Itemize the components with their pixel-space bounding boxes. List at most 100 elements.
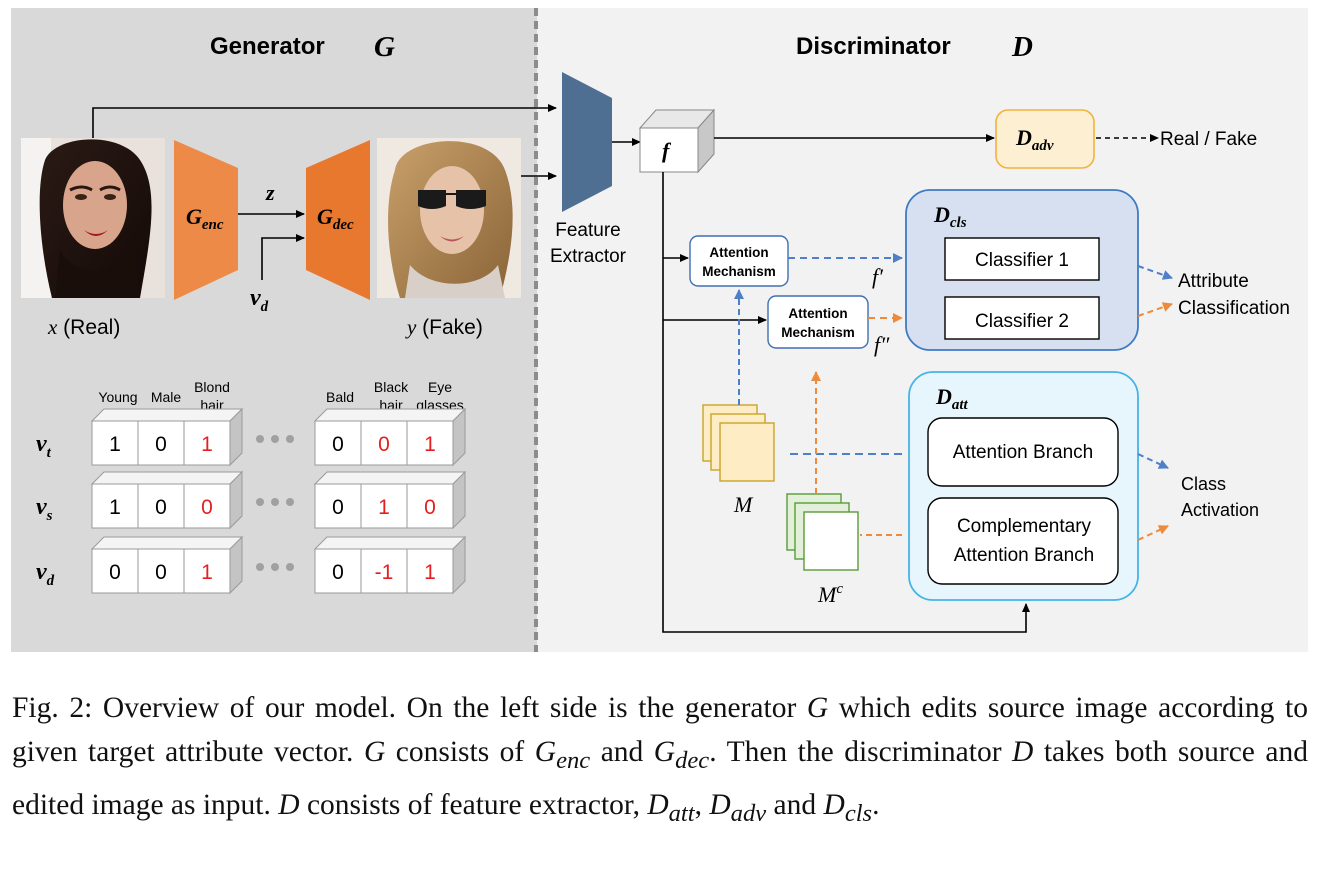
vector-cell-value: 0 xyxy=(201,496,213,519)
vector-cell-value: 1 xyxy=(201,561,213,584)
generator-symbol: G xyxy=(374,31,395,63)
vector-cell-value: 0 xyxy=(332,496,344,519)
vector-cell xyxy=(406,548,454,594)
ellipsis-dot xyxy=(271,435,279,443)
vector-cell-value: 0 xyxy=(332,561,344,584)
vector-box-top xyxy=(90,536,244,550)
vector-cell xyxy=(314,483,362,529)
vector-cell xyxy=(183,548,231,594)
real-to-extractor-arrow xyxy=(92,104,557,138)
vector-cell xyxy=(360,483,408,529)
model-overview-diagram: Generator G Discriminator D Genc Gdec z … xyxy=(11,8,1308,652)
vector-cell xyxy=(314,420,362,466)
discriminator-title: Discriminator xyxy=(796,33,951,60)
attention-mechanism-2 xyxy=(767,295,869,349)
mc-label: Mc xyxy=(817,581,843,607)
vector-cell xyxy=(360,548,408,594)
feature-cube: f xyxy=(638,108,716,174)
vector-cell-value: 0 xyxy=(155,433,167,456)
generator-encoder xyxy=(174,140,238,300)
vector-cell xyxy=(183,420,231,466)
vector-cell xyxy=(91,420,139,466)
classifier-1-box xyxy=(944,237,1100,281)
vector-box-top xyxy=(90,471,244,485)
dcls-blue-output-arrow xyxy=(1137,265,1173,280)
vector-cell xyxy=(406,483,454,529)
vector-cell-value: -1 xyxy=(375,561,394,584)
dadv-box xyxy=(995,109,1095,169)
caption-fig-label: Fig. 2: xyxy=(12,692,93,724)
vd-label: vd xyxy=(250,285,269,315)
vector-cell-value: 1 xyxy=(109,433,121,456)
feature-extractor-shape xyxy=(562,72,612,212)
vector-row-label: vd xyxy=(36,559,55,589)
classifier-2-box xyxy=(944,296,1100,340)
generator-decoder xyxy=(306,140,370,300)
attention-branch-box xyxy=(927,417,1119,487)
header-bald: Bald xyxy=(326,389,354,405)
attention-branch-label: Attention Branch xyxy=(953,442,1093,463)
real-face-image xyxy=(21,138,165,298)
header-male: Male xyxy=(151,389,182,405)
datt-orange-output-arrow xyxy=(1137,525,1169,541)
vector-cell-value: 1 xyxy=(378,496,390,519)
vector-row-label: vt xyxy=(36,431,52,461)
vector-cell xyxy=(406,420,454,466)
vector-cell-value: 1 xyxy=(424,433,436,456)
vector-cell-value: 0 xyxy=(155,496,167,519)
decoder-label: Gdec xyxy=(317,204,354,233)
complementary-branch-box xyxy=(927,497,1119,585)
vector-cell xyxy=(360,420,408,466)
datt-blue-output-arrow xyxy=(1137,453,1169,469)
complementary-map-mc-stack xyxy=(786,493,859,571)
vector-cell xyxy=(91,483,139,529)
classifier-2-label: Classifier 2 xyxy=(975,311,1069,332)
f-prime-label: f′ xyxy=(872,264,884,289)
vector-cell-value: 0 xyxy=(155,561,167,584)
vector-cell-value: 1 xyxy=(424,561,436,584)
latent-z-label: z xyxy=(265,180,275,205)
ellipsis-dot xyxy=(286,498,294,506)
vector-cell xyxy=(314,548,362,594)
fake-face-image xyxy=(377,138,521,298)
ellipsis-dot xyxy=(286,435,294,443)
vector-box-top xyxy=(313,471,467,485)
vd-arrow xyxy=(261,234,305,280)
dcls-orange-output-arrow xyxy=(1137,302,1173,317)
vector-cell-value: 0 xyxy=(378,433,390,456)
vector-box-top xyxy=(313,536,467,550)
f-trunk-line xyxy=(662,172,1030,633)
f-label: f xyxy=(662,138,672,163)
dcls-label: Dcls xyxy=(933,202,967,231)
f-double-prime-label: f″ xyxy=(874,332,890,357)
ellipsis-dot xyxy=(271,498,279,506)
vector-cell-value: 0 xyxy=(424,496,436,519)
m-label: M xyxy=(733,492,754,517)
vector-cell xyxy=(137,420,185,466)
real-image-label: x (Real) xyxy=(47,315,120,339)
ellipsis-dot xyxy=(256,563,264,571)
vector-cell xyxy=(137,483,185,529)
encoder-label: Genc xyxy=(186,204,224,233)
discriminator-symbol: D xyxy=(1011,31,1033,63)
classifier-1-label: Classifier 1 xyxy=(975,250,1069,271)
ellipsis-dot xyxy=(256,498,264,506)
dadv-label: Dadv xyxy=(1015,125,1054,154)
generator-title: Generator xyxy=(210,33,325,60)
header-young: Young xyxy=(98,389,137,405)
vector-box-top xyxy=(313,408,467,422)
vector-cell-value: 1 xyxy=(201,433,213,456)
fake-image-label: y (Fake) xyxy=(405,315,483,339)
ellipsis-dot xyxy=(271,563,279,571)
vector-cell-value: 0 xyxy=(332,433,344,456)
figure-caption: Fig. 2: Overview of our model. On the le… xyxy=(12,692,1309,827)
vector-cell xyxy=(183,483,231,529)
attention-map-m-stack xyxy=(702,404,775,482)
vector-cell-value: 1 xyxy=(109,496,121,519)
